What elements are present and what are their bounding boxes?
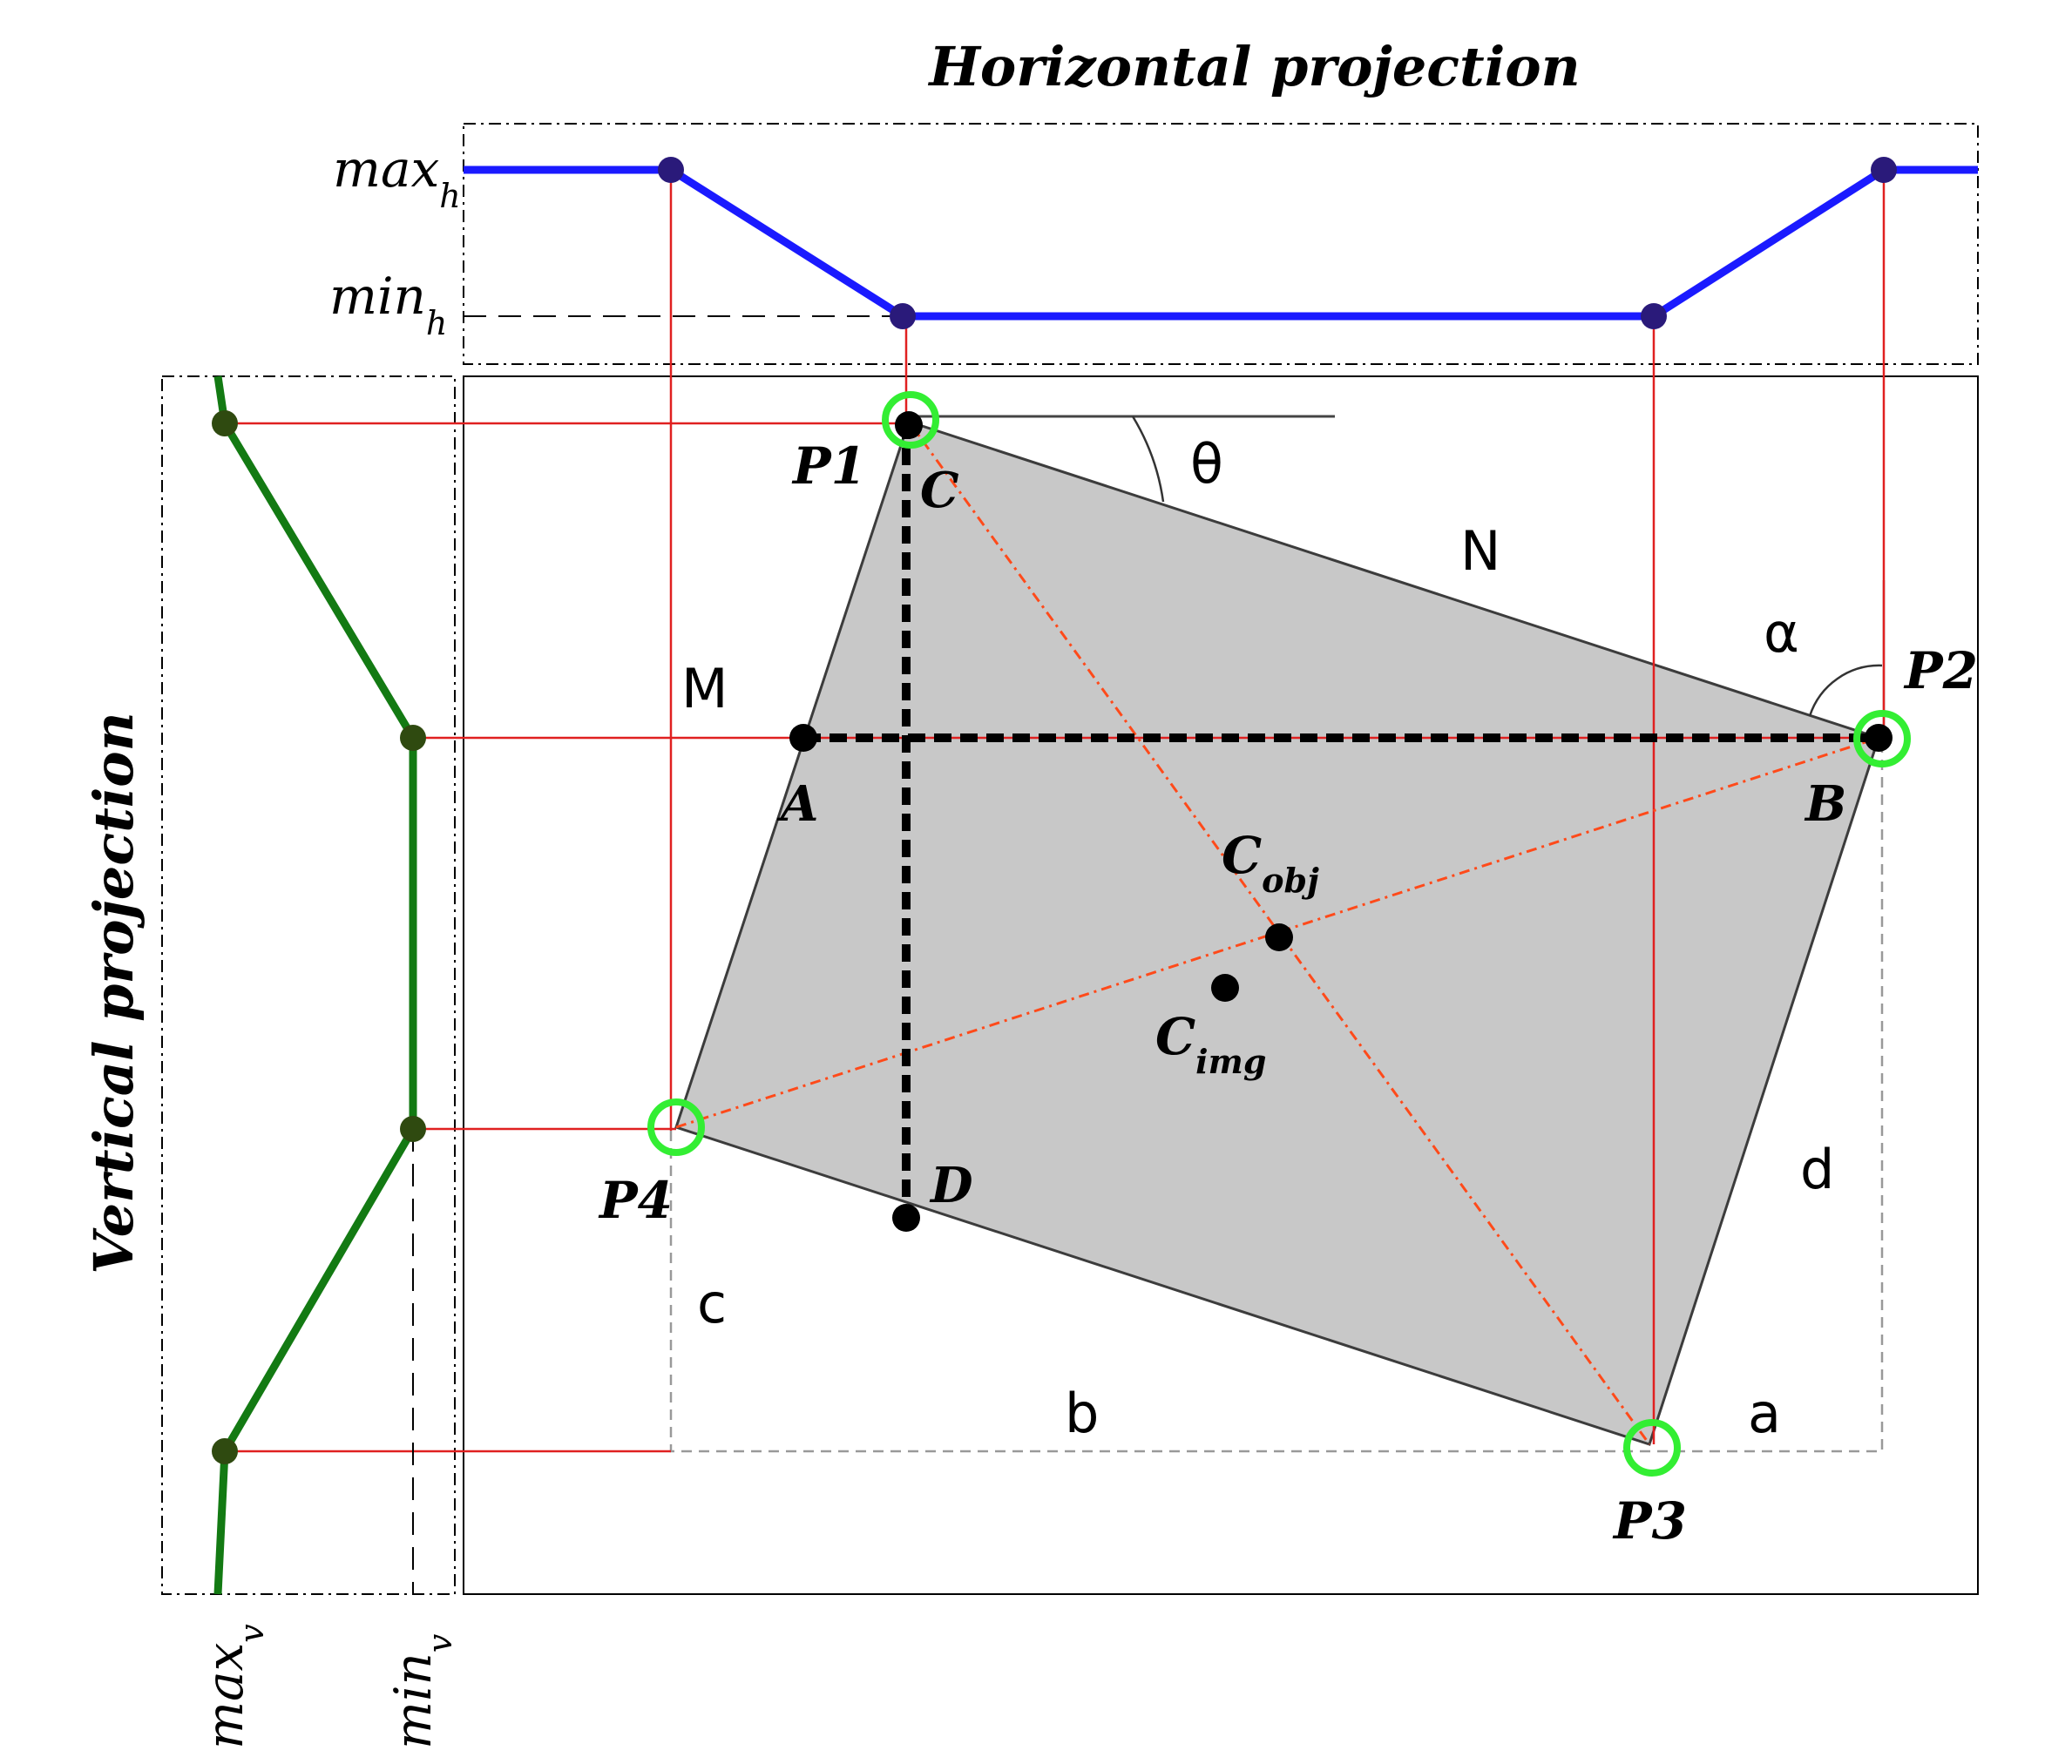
label-p3: P3 <box>1612 1491 1687 1551</box>
h-node-2 <box>890 303 916 329</box>
point-b-dot <box>1865 724 1893 752</box>
label-side-d: d <box>1800 1138 1834 1201</box>
point-d-dot <box>892 1204 920 1232</box>
vertical-projection-title: Vertical projection <box>82 712 146 1274</box>
c-obj-sub: obj <box>1262 861 1319 900</box>
min-h-label: minh <box>329 267 447 342</box>
h-node-3 <box>1641 303 1667 329</box>
label-c: C <box>920 462 959 519</box>
c-img-sub: img <box>1195 1042 1266 1081</box>
max-v-label: maxv <box>195 1624 271 1749</box>
max-h-text: max <box>333 139 439 199</box>
max-v-sub: v <box>233 1624 271 1643</box>
horizontal-projection-title: Horizontal projection <box>927 35 1580 98</box>
min-h-sub: h <box>426 304 447 342</box>
min-v-text: min <box>383 1652 443 1749</box>
label-n: N <box>1460 519 1500 583</box>
label-b: B <box>1804 775 1846 833</box>
label-side-a: a <box>1748 1382 1781 1445</box>
vertical-profile-curve <box>213 375 417 1595</box>
point-c-dot <box>895 411 923 439</box>
min-v-sub: v <box>421 1633 459 1652</box>
diagonal-p1-p3 <box>907 421 1651 1445</box>
c-img-text: C <box>1155 1007 1195 1066</box>
corner-marker-p1 <box>882 391 939 449</box>
point-a-dot <box>789 724 817 752</box>
bounding-box-outline <box>669 739 1884 1453</box>
max-v-text: max <box>195 1643 254 1749</box>
corner-marker-p4 <box>647 1098 705 1156</box>
label-c-obj: Cobj <box>1222 826 1319 900</box>
horizontal-profile-curve <box>464 166 1978 321</box>
diagonals <box>675 421 1879 1445</box>
h-node-4 <box>1871 157 1897 183</box>
label-side-b: b <box>1065 1382 1099 1445</box>
corner-marker-p3 <box>1623 1419 1681 1477</box>
vertical-profile-nodes <box>212 410 426 1464</box>
point-c-obj-dot <box>1265 923 1293 951</box>
label-p2: P2 <box>1903 641 1978 700</box>
v-node-3 <box>400 1116 426 1142</box>
max-h-label: maxh <box>333 139 461 215</box>
image-frame <box>463 375 1979 1595</box>
corner-marker-p2 <box>1853 710 1911 767</box>
horizontal-projection-frame <box>463 123 1979 365</box>
max-h-sub: h <box>439 177 460 215</box>
v-node-4 <box>212 1438 238 1464</box>
label-alpha: α <box>1764 601 1799 665</box>
horizontal-profile-nodes <box>658 157 1897 329</box>
label-side-c: c <box>697 1272 727 1335</box>
min-h-text: min <box>329 267 426 326</box>
label-p1: P1 <box>791 436 866 496</box>
v-node-1 <box>212 410 238 436</box>
label-d: D <box>929 1157 973 1214</box>
corner-markers <box>647 391 1911 1477</box>
alpha-arc <box>1808 664 1883 717</box>
v-node-2 <box>400 725 426 751</box>
black-points <box>789 411 1893 1232</box>
label-m: M <box>681 657 728 720</box>
c-obj-text: C <box>1222 826 1262 885</box>
theta-arc <box>1131 416 1165 503</box>
h-node-1 <box>658 157 684 183</box>
label-c-img: Cimg <box>1155 1007 1266 1081</box>
point-c-img-dot <box>1211 974 1239 1002</box>
label-a: A <box>776 775 818 833</box>
label-theta: θ <box>1190 432 1223 496</box>
diagonal-p4-p2 <box>675 736 1879 1129</box>
vertical-projection-frame <box>161 375 456 1595</box>
label-p4: P4 <box>598 1171 673 1230</box>
min-v-label: minv <box>383 1633 459 1749</box>
